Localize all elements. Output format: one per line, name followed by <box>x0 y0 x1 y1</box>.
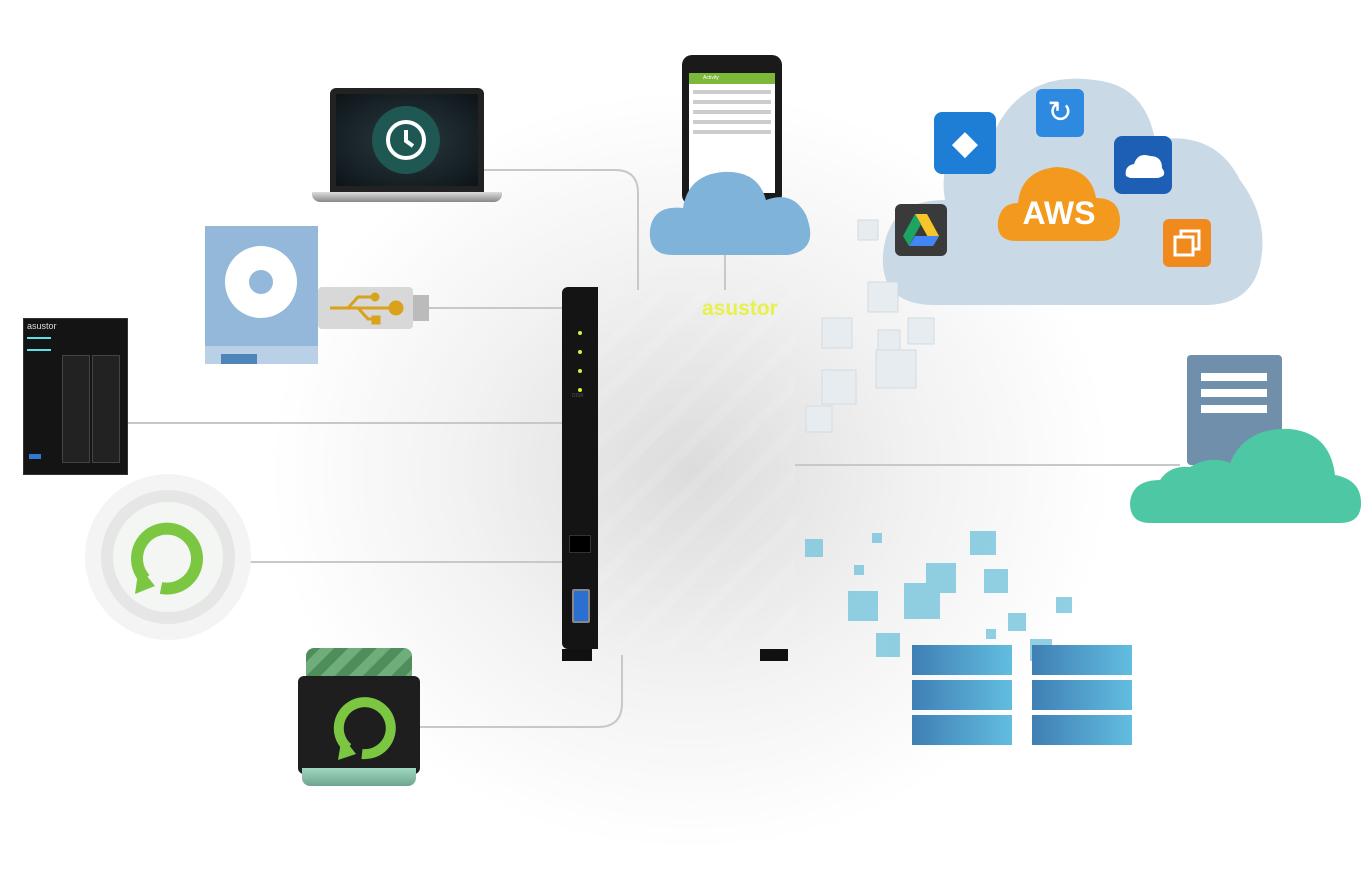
phone-app-title: Activity <box>689 73 775 84</box>
aws-icon: AWS <box>996 163 1122 243</box>
database-right <box>1032 645 1132 757</box>
clock-history-icon <box>372 106 440 174</box>
external-backup-drive <box>298 648 420 786</box>
aws-label: AWS <box>1022 195 1096 231</box>
optical-drive <box>205 226 318 364</box>
database-left <box>912 645 1012 757</box>
asustor-nas: asustor DISK <box>562 287 795 662</box>
left-nas-brand: asustor <box>27 321 57 331</box>
cloud-remote <box>1130 428 1361 523</box>
led-label: DISK <box>572 393 584 399</box>
usb-icon <box>330 292 404 325</box>
onedrive-icon <box>1114 136 1172 194</box>
sync-backup-icon <box>85 474 251 640</box>
data-cubes <box>805 219 935 433</box>
power-button <box>569 535 591 553</box>
nas-brand-logo: asustor <box>702 297 778 320</box>
dropbox-icon: ◆ <box>934 112 996 174</box>
sync-icon: ↻ <box>1036 89 1084 137</box>
google-drive-icon <box>895 204 947 256</box>
usb-port <box>572 589 590 623</box>
data-blocks <box>805 531 1072 661</box>
copy-icon <box>1163 219 1211 267</box>
nas-4bay: asustor <box>23 318 128 475</box>
laptop-time-machine <box>312 88 502 204</box>
usb-drive <box>318 287 430 329</box>
cloud-phone <box>649 171 811 255</box>
